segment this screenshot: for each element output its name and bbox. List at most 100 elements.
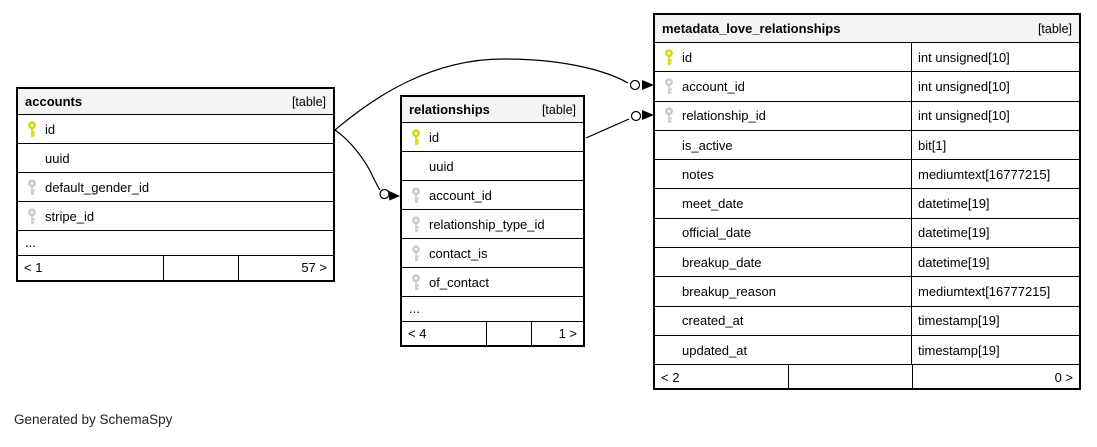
column-type: int unsigned[10] [911, 43, 1079, 72]
column-name-cell: relationship_type_id [402, 210, 583, 238]
column-name: created_at [682, 313, 744, 329]
foreign-key-icon [402, 215, 429, 233]
ellipsis-row: ... [402, 297, 583, 322]
primary-key-icon [18, 120, 45, 138]
table-metadata-header[interactable]: metadata_love_relationships [table] [655, 15, 1079, 43]
fk-arrowhead-icon [388, 190, 400, 201]
column-row-official_date[interactable]: official_date datetime[19] [655, 218, 1079, 249]
column-type: int unsigned[10] [911, 72, 1079, 101]
table-tag: [table] [541, 102, 576, 117]
foreign-key-icon [402, 273, 429, 291]
column-name-cell: account_id [402, 181, 583, 209]
column-name-cell: meet_date [655, 189, 911, 217]
column-type: int unsigned[10] [911, 101, 1079, 130]
column-type: bit[1] [911, 130, 1079, 160]
table-metadata-love-relationships[interactable]: metadata_love_relationships [table] id in… [653, 13, 1081, 391]
column-name: official_date [682, 225, 752, 241]
table-tag: [table] [1037, 21, 1072, 36]
column-name-cell: updated_at [655, 336, 911, 364]
column-row-account_id[interactable]: account_id [402, 181, 583, 210]
column-name: relationship_type_id [429, 216, 545, 232]
column-name: breakup_date [682, 254, 762, 270]
column-row-created_at[interactable]: created_at timestamp[19] [655, 306, 1079, 336]
footer-children-count: 1 > [558, 326, 577, 341]
column-row-notes[interactable]: notes mediumtext[16777215] [655, 160, 1079, 190]
table-relationships-header[interactable]: relationships [table] [402, 97, 583, 123]
column-row-uuid[interactable]: uuid [402, 152, 583, 181]
column-name-cell: breakup_reason [655, 277, 911, 305]
column-type: datetime[19] [911, 218, 1079, 248]
zero-or-more-circle [629, 79, 641, 91]
foreign-key-icon [655, 107, 682, 124]
footer-children-count: 57 > [301, 260, 327, 276]
table-accounts-footer: < 1 57 > [18, 255, 333, 280]
table-relationships-footer: < 4 1 > [402, 321, 583, 346]
footer-parents-count: < 4 [402, 321, 487, 346]
column-name-cell: stripe_id [18, 202, 333, 230]
column-type: timestamp[19] [911, 306, 1079, 335]
column-type: datetime[19] [911, 189, 1079, 218]
footer-parents-count: < 2 [655, 365, 789, 391]
column-name: notes [682, 166, 714, 182]
column-row-uuid[interactable]: uuid [18, 144, 333, 173]
column-type: mediumtext[16777215] [911, 160, 1079, 189]
column-name: uuid [45, 150, 70, 166]
footer-middle-cell [164, 255, 239, 280]
column-name: breakup_reason [682, 284, 776, 300]
table-accounts-columns: id uuid default_gender_id stripe_id... [18, 115, 333, 256]
column-name: id [682, 49, 693, 65]
table-metadata-footer: < 2 0 > [655, 365, 1079, 391]
column-name: account_id [682, 78, 745, 94]
table-title: relationships [409, 102, 490, 117]
table-tag: [table] [291, 94, 326, 109]
generator-note: Generated by SchemaSpy [14, 412, 173, 427]
column-name-cell: account_id [655, 72, 911, 100]
footer-parents-count: < 1 [18, 255, 164, 280]
foreign-key-icon [402, 186, 429, 204]
column-name-cell: created_at [655, 307, 911, 335]
column-row-of_contact[interactable]: of_contact [402, 268, 583, 297]
column-row-stripe_id[interactable]: stripe_id [18, 202, 333, 231]
table-accounts-header[interactable]: accounts [table] [18, 89, 333, 115]
ellipsis-row: ... [18, 231, 333, 256]
table-title: metadata_love_relationships [662, 21, 841, 36]
column-row-relationship_type_id[interactable]: relationship_type_id [402, 210, 583, 239]
column-name-cell: notes [655, 160, 911, 188]
column-row-id[interactable]: id [402, 123, 583, 152]
column-row-account_id[interactable]: account_id int unsigned[10] [655, 72, 1079, 102]
column-name: id [45, 121, 56, 137]
column-name: of_contact [429, 274, 489, 290]
primary-key-icon [655, 48, 682, 66]
column-row-contact_is[interactable]: contact_is [402, 239, 583, 268]
table-title: accounts [25, 94, 83, 109]
column-type: mediumtext[16777215] [911, 277, 1079, 306]
column-name-cell: uuid [18, 144, 333, 172]
relation-accounts-id-to-relationships-account-id [334, 129, 400, 201]
footer-children-count: 0 > [1054, 370, 1073, 386]
column-name: id [429, 129, 440, 145]
column-row-breakup_reason[interactable]: breakup_reason mediumtext[16777215] [655, 277, 1079, 307]
column-name-cell: default_gender_id [18, 173, 333, 201]
column-row-default_gender_id[interactable]: default_gender_id [18, 173, 333, 202]
column-name: uuid [429, 158, 454, 174]
column-row-id[interactable]: id int unsigned[10] [655, 43, 1079, 73]
column-name-cell: contact_is [402, 239, 583, 267]
column-name: stripe_id [45, 208, 95, 224]
relation-relationships-id-to-metadata-relationship-id [585, 110, 654, 139]
primary-key-icon [402, 128, 429, 146]
column-name-cell: of_contact [402, 268, 583, 296]
table-accounts[interactable]: accounts [table] id uuid default_gender_id… [16, 87, 335, 282]
column-name-cell: relationship_id [655, 102, 911, 130]
column-name-cell: id [18, 115, 333, 143]
column-name: default_gender_id [45, 179, 150, 195]
column-row-id[interactable]: id [18, 115, 333, 144]
